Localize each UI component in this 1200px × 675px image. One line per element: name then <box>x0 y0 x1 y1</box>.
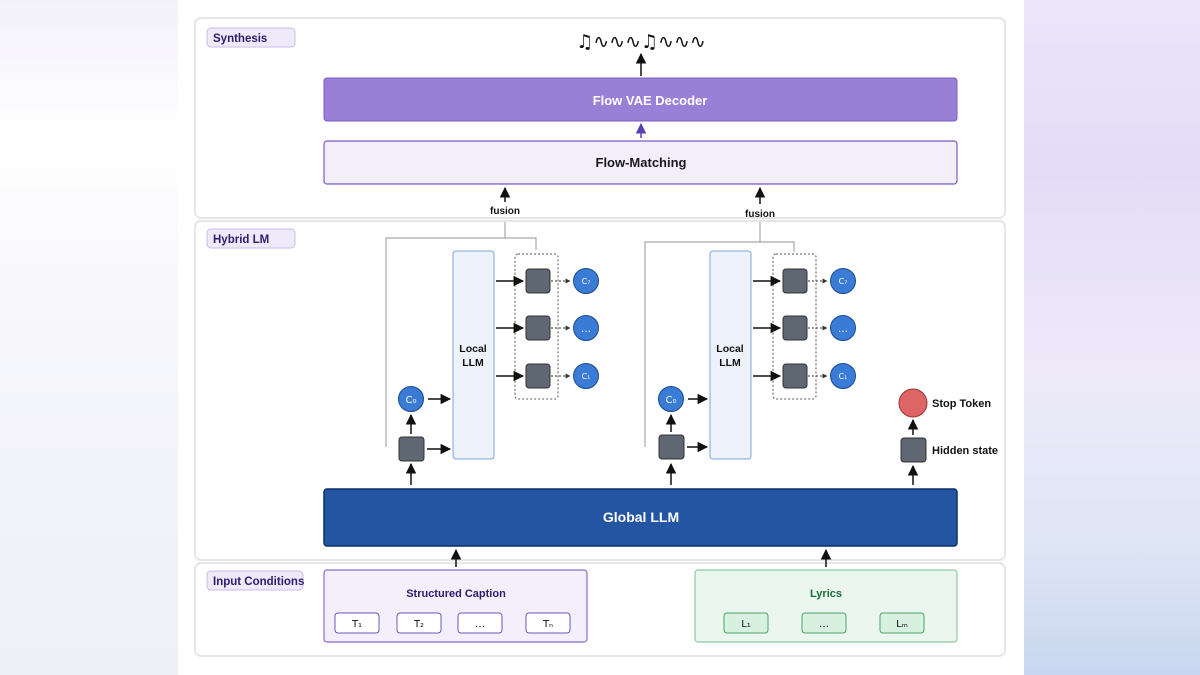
hybrid-lm-panel <box>194 220 1006 561</box>
fusion-label-right: fusion <box>745 209 775 220</box>
row2-square-right <box>782 315 808 341</box>
fusion-label-left: fusion <box>490 206 520 217</box>
structured-caption-title: Structured Caption <box>406 588 506 600</box>
flow-matching-box <box>323 140 958 185</box>
c1-label-left: C₁ <box>582 372 591 381</box>
lyrics-title: Lyrics <box>810 588 842 600</box>
caption-token-ellipsis <box>457 612 503 634</box>
hybrid-lm-tag-label: Hybrid LM <box>213 234 269 246</box>
ellipsis-label-right: … <box>838 324 848 335</box>
caption-token-n-label: Tₙ <box>542 619 553 630</box>
hybrid-block-left: Local LLM C₀ C₇ … C₁ <box>385 222 599 485</box>
hidden-square-right <box>658 434 685 460</box>
lyrics-token-m <box>879 612 925 634</box>
ellipsis-token-left <box>573 315 599 341</box>
c1-token-right <box>830 363 856 389</box>
row1-square-right <box>782 268 808 294</box>
input-conditions-tag-label: Input Conditions <box>213 576 304 588</box>
global-llm-box <box>323 488 958 547</box>
structured-caption-box: Structured Caption T₁ T₂ … Tₙ <box>323 569 588 643</box>
local-llm-box-right <box>709 250 752 460</box>
local-llm-label-left-2: LLM <box>462 357 484 369</box>
flow-vae-decoder-box <box>323 77 958 122</box>
fusion-bracket-right <box>644 222 795 447</box>
local-llm-box-left <box>452 250 495 460</box>
lyrics-token-ellipsis-label: … <box>819 619 829 630</box>
hidden-state-square <box>900 437 927 463</box>
c7-token-left <box>573 268 599 294</box>
c0-label-left: C₀ <box>406 395 417 406</box>
ellipsis-token-right <box>830 315 856 341</box>
c7-token-right <box>830 268 856 294</box>
hidden-state-label: Hidden state <box>932 445 998 457</box>
flow-vae-decoder-label: Flow VAE Decoder <box>593 93 708 108</box>
row3-square-right <box>782 363 808 389</box>
caption-token-ellipsis-label: … <box>475 619 485 630</box>
audio-waveform-icon: ♫∿∿∿♫∿∿∿ <box>576 31 706 53</box>
global-llm-label: Global LLM <box>603 509 679 525</box>
row2-square-left <box>525 315 551 341</box>
row1-square-left <box>525 268 551 294</box>
lyrics-token-ellipsis <box>801 612 847 634</box>
caption-token-n <box>525 612 571 634</box>
local-llm-label-left-1: Local <box>459 343 487 355</box>
stop-token-label: Stop Token <box>932 398 991 410</box>
c0-token-right <box>658 386 684 412</box>
hybrid-block-right: Local LLM C₀ C₇ … C₁ <box>644 222 856 485</box>
stop-token-circle <box>898 388 928 418</box>
synthesis-tag: Synthesis <box>206 27 296 48</box>
c0-label-right: C₀ <box>666 395 677 406</box>
caption-token-1-label: T₁ <box>351 619 362 630</box>
row3-square-left <box>525 363 551 389</box>
local-llm-label-right-2: LLM <box>719 357 741 369</box>
hidden-square-left <box>398 436 425 462</box>
stop-branch: Hidden state Stop Token <box>898 388 998 485</box>
local-llm-label-right-1: Local <box>716 343 744 355</box>
c0-token-left <box>398 386 424 412</box>
lyrics-box: Lyrics L₁ … Lₘ <box>694 569 958 643</box>
left-background <box>0 0 178 675</box>
fusion-bracket-left <box>385 222 537 447</box>
c7-label-right: C₇ <box>839 277 848 286</box>
c7-label-left: C₇ <box>582 277 591 286</box>
c1-token-left <box>573 363 599 389</box>
lyrics-token-1-label: L₁ <box>741 619 751 630</box>
synthesis-tag-label: Synthesis <box>213 33 267 45</box>
flow-matching-label: Flow-Matching <box>596 155 687 170</box>
lyrics-token-1 <box>723 612 769 634</box>
right-background <box>1024 0 1200 675</box>
hybrid-lm-tag: Hybrid LM <box>206 228 296 249</box>
caption-token-1 <box>334 612 380 634</box>
lyrics-token-m-label: Lₘ <box>896 619 908 630</box>
ellipsis-label-left: … <box>581 324 591 335</box>
c1-label-right: C₁ <box>839 372 848 381</box>
caption-token-2 <box>396 612 442 634</box>
input-conditions-tag: Input Conditions <box>206 570 304 591</box>
caption-token-2-label: T₂ <box>413 619 424 630</box>
